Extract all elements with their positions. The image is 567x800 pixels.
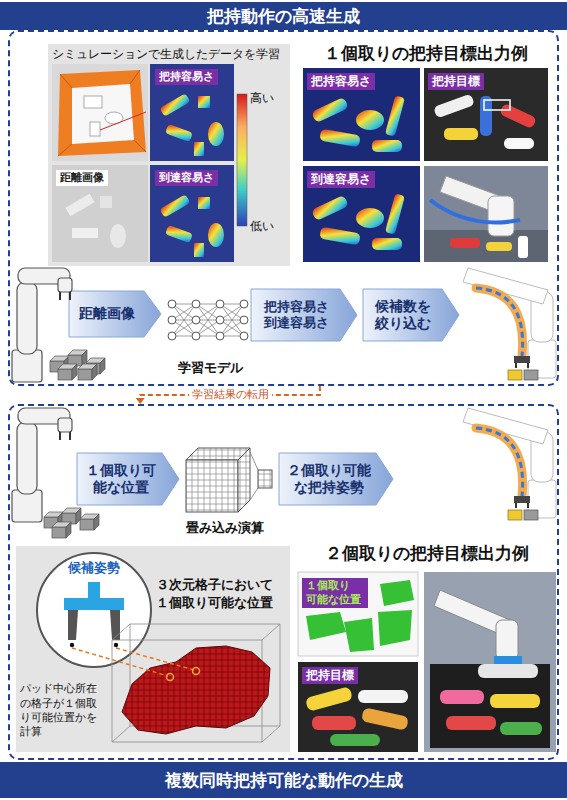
text-slot: 高い	[250, 90, 284, 106]
photo-panel: 到達容易さ	[303, 166, 420, 262]
photo-panel: １個取り 可能な位置	[298, 572, 418, 656]
dashed-panel: 複数同時把持可能な動作の生成１個取り可 能な位置２個取り可能 な把持姿勢３次元格…	[8, 404, 559, 760]
arrow-label: 把持容易さ 到達容易さ	[254, 299, 338, 332]
scale-label: 高い	[250, 91, 274, 106]
tag-label: 把持目標	[428, 73, 484, 90]
photo-panel: 把持目標	[298, 662, 418, 752]
training-data-box: シミュレーションで生成したデータを学習把持容易さ距離画像 到達容易さ	[48, 44, 290, 266]
heatmap-image: 把持容易さ	[150, 64, 234, 161]
arrow-label: ２個取り可能 な把持姿勢	[282, 462, 376, 497]
text-slot: 候補数を 絞り込む	[366, 290, 440, 340]
text-slot: ２個取りの把持目標出力例	[296, 543, 558, 565]
tag-label: 到達容易さ	[307, 171, 375, 188]
tag-label: 距離画像	[56, 170, 108, 186]
text-slot: 距離画像	[56, 169, 132, 187]
photo-panel: 把持目標	[424, 68, 548, 161]
arrow-label: 距離画像	[79, 305, 135, 323]
text-slot: 候補姿勢	[48, 558, 140, 578]
example-heading: １個取りの把持目標出力例	[324, 43, 528, 65]
tag-label: 把持目標	[302, 667, 358, 684]
text-slot: 把持容易さ	[307, 72, 407, 91]
tag-label: 到達容易さ	[155, 170, 218, 186]
text-slot: １個取り可 能な位置	[80, 454, 162, 504]
section-title: 複数同時把持可能な動作の生成	[165, 769, 403, 792]
arrow-outline	[363, 289, 459, 341]
tag-label: 把持容易さ	[307, 73, 375, 90]
text-slot: 畳み込み演算	[170, 518, 280, 538]
flow-arrow: １個取り可 能な位置	[76, 452, 180, 506]
text-slot: 学習結果の転用	[189, 388, 272, 402]
arrow-outline	[69, 291, 161, 337]
photo-panel: 把持容易さ	[303, 68, 420, 161]
arrow-label: １個取り可 能な位置	[80, 462, 162, 497]
depth-image: 距離画像	[52, 165, 148, 262]
arrow-label: 候補数を 絞り込む	[366, 298, 440, 333]
scale-label: 低い	[250, 219, 274, 234]
text-slot: パッド中心所在 の格子が１個取 り可能位置かを 計算	[20, 678, 108, 744]
arrow-outline	[77, 453, 179, 505]
text-slot: 到達容易さ	[307, 170, 407, 189]
text-slot: 把持目標	[302, 666, 382, 685]
connector-label: 学習結果の転用	[189, 388, 272, 402]
text-slot: 低い	[250, 218, 284, 234]
dashed-panel: 把持動作の高速生成シミュレーションで生成したデータを学習把持容易さ距離画像到達容…	[8, 30, 559, 386]
text-slot: シミュレーションで生成したデータを学習	[52, 46, 286, 63]
text-slot: 把持目標	[428, 72, 528, 91]
arrow-outline	[279, 453, 393, 505]
arrow-outline	[251, 289, 357, 341]
text-slot: 把持容易さ	[155, 68, 231, 86]
note-text: パッド中心所在 の格子が１個取 り可能位置かを 計算	[20, 682, 108, 739]
flow-arrow: 距離画像	[68, 290, 162, 338]
text-slot: ３次元格子において １個取り可能な位置	[156, 574, 288, 614]
flow-arrow: 候補数を 絞り込む	[362, 288, 460, 342]
section-title: 把持動作の高速生成	[207, 5, 360, 28]
tag-label: 把持容易さ	[155, 69, 218, 85]
text-slot: 把持動作の高速生成	[0, 2, 567, 30]
text-slot: 到達容易さ	[155, 169, 231, 187]
model-label: 学習モデル	[178, 359, 243, 377]
operation-label: 畳み込み演算	[186, 519, 264, 537]
flow-arrow: 把持容易さ 到達容易さ	[250, 288, 358, 342]
text-slot: 距離画像	[72, 292, 142, 336]
text-slot: 把持容易さ 到達容易さ	[254, 290, 338, 340]
box-heading: シミュレーションで生成したデータを学習	[52, 46, 280, 63]
text-slot: 学習モデル	[162, 358, 258, 378]
text-slot: ２個取り可能 な把持姿勢	[282, 454, 376, 504]
box-heading: ３次元格子において １個取り可能な位置	[156, 576, 288, 611]
heatmap-image: 到達容易さ	[150, 165, 234, 262]
circle-title: 候補姿勢	[68, 559, 120, 577]
explanation-box: ３次元格子において １個取り可能な位置パッド中心所在 の格子が１個取 り可能位置…	[16, 546, 290, 752]
tag-label: １個取り 可能な位置	[302, 578, 368, 608]
candidate-pose-circle: 候補姿勢	[36, 552, 152, 668]
text-slot: １個取り 可能な位置	[302, 576, 368, 610]
flow-arrow: ２個取り可能 な把持姿勢	[278, 452, 394, 506]
example-heading: ２個取りの把持目標出力例	[325, 543, 529, 565]
text-slot: １個取りの把持目標出力例	[298, 43, 554, 65]
text-slot: 複数同時把持可能な動作の生成	[0, 762, 567, 798]
